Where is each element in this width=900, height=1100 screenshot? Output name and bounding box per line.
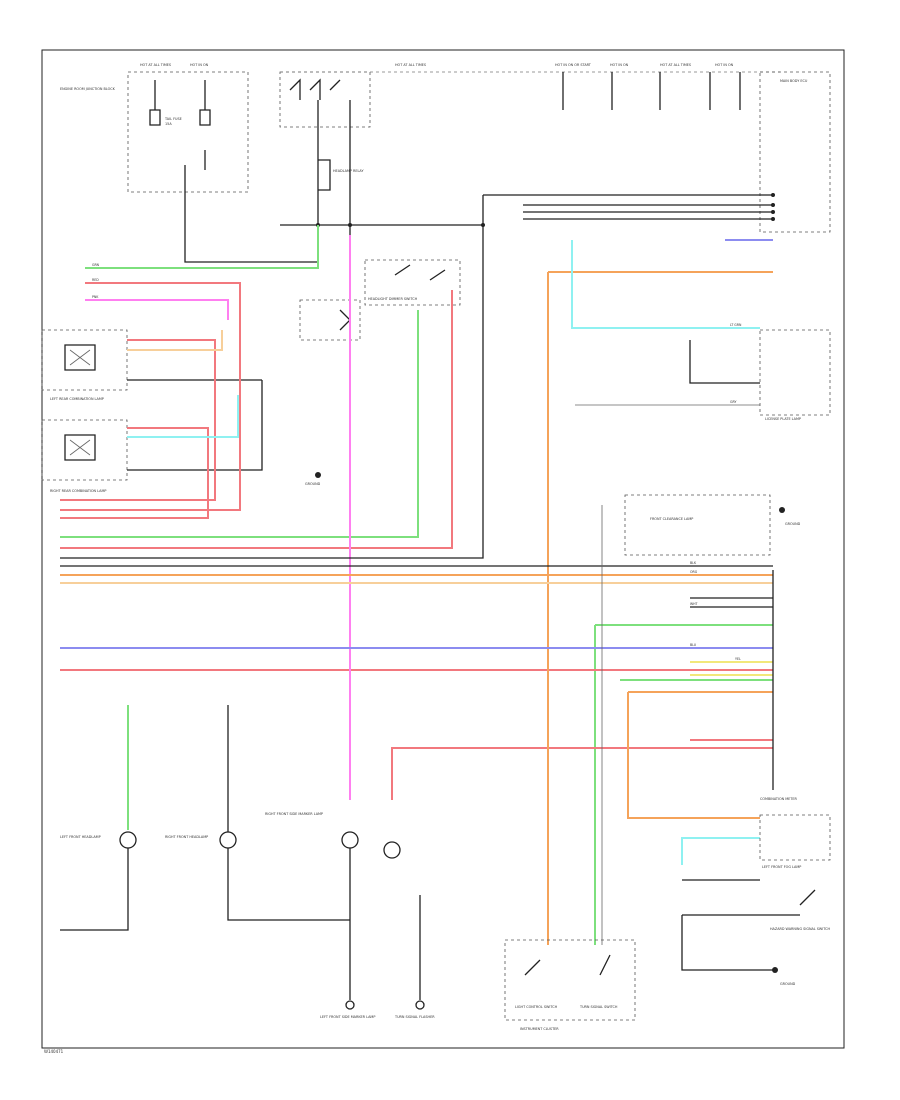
wire-red-3 xyxy=(60,427,209,519)
wire-red-1 xyxy=(60,282,241,511)
light-control-label: LIGHT CONTROL SWITCH xyxy=(515,1005,558,1009)
wire-group-blue xyxy=(60,239,773,649)
code-red: RED xyxy=(92,278,99,282)
top-fuse-label-3: HOT IN ON xyxy=(610,63,629,67)
bottom-lamps: LEFT FRONT HEADLAMP RIGHT FRONT HEADLAMP… xyxy=(60,705,435,1019)
tail-fuse-label: TAIL FUSE xyxy=(164,117,182,121)
right-headlamp-label: RIGHT FRONT HEADLAMP xyxy=(165,835,208,839)
license-lamp-label: LICENSE PLATE LAMP xyxy=(765,417,801,421)
wire-peach-1 xyxy=(127,330,223,351)
wire-red-6 xyxy=(391,747,773,800)
wire-red-2 xyxy=(60,290,453,549)
wire-orange-3 xyxy=(627,691,773,819)
ground-1-label: GROUND xyxy=(305,482,321,486)
code-lgrn: LT GRN xyxy=(730,323,742,327)
top-fuse-label-7: HOT IN ON xyxy=(190,63,209,67)
wire-group-cyan xyxy=(127,240,760,865)
wire-code-labels: GRN RED PNK ORG BLU LT GRN BLK WHT YEL G… xyxy=(92,263,742,661)
ground-2-label: GROUND xyxy=(785,522,801,526)
diagram-frame xyxy=(41,49,845,1049)
wire-group-green xyxy=(60,225,773,945)
combination-meter-label: COMBINATION METER xyxy=(760,797,798,801)
code-pnk: PNK xyxy=(92,295,99,299)
turn-flasher-label: TURN SIGNAL FLASHER xyxy=(394,1015,435,1019)
top-left-fuses: TAIL FUSE 15A xyxy=(127,71,318,263)
top-fuse-label-2: HOT IN ON OR START xyxy=(555,63,592,67)
left-headlamp-label: LEFT FRONT HEADLAMP xyxy=(60,835,101,839)
fog-lamp-label: LEFT FRONT FOG LAMP xyxy=(762,865,801,869)
code-wht: WHT xyxy=(690,602,698,606)
turn-switch-label: TURN SIGNAL SWITCH xyxy=(579,1005,618,1009)
top-fuse-label-4: HOT AT ALL TIMES xyxy=(660,63,691,67)
tail-fuse-amp: 15A xyxy=(165,122,172,126)
wire-group-pink xyxy=(85,235,351,800)
code-yel: YEL xyxy=(735,657,741,661)
headlamp-relay-label: HEADLAMP RELAY xyxy=(333,169,364,173)
wire-green-2 xyxy=(60,310,419,538)
wire-group-red xyxy=(60,282,773,800)
wire-group-black xyxy=(60,262,773,945)
top-fuse-label-1: HOT AT ALL TIMES xyxy=(395,63,426,67)
wire-red-5 xyxy=(60,339,216,501)
wire-group-peach xyxy=(60,330,773,584)
engine-room-label: ENGINE ROOM JUNCTION BLOCK xyxy=(60,87,116,91)
code-blu: BLU xyxy=(690,643,697,647)
code-blk: BLK xyxy=(690,561,697,565)
code-org: ORG xyxy=(690,570,698,574)
wire-group-orange xyxy=(60,271,773,945)
bottom-switch-block: LIGHT CONTROL SWITCH TURN SIGNAL SWITCH … xyxy=(504,939,636,1031)
right-connectors: LICENSE PLATE LAMP FRONT CLEARANCE LAMP … xyxy=(624,329,831,986)
top-fuse-label-5: HOT IN ON xyxy=(715,63,734,67)
code-grn: GRN xyxy=(92,263,100,267)
wire-cyan-2 xyxy=(127,395,239,438)
left-rear-lamp-block: LEFT REAR COMBINATION LAMP RIGHT REAR CO… xyxy=(41,329,321,493)
footer-code: W140471 xyxy=(44,1049,64,1054)
wire-group-yellow xyxy=(690,661,773,676)
combo-switch-label: HEADLIGHT DIMMER SWITCH xyxy=(368,297,418,301)
wire-green-1 xyxy=(85,225,319,269)
right-side-marker-label: RIGHT FRONT SIDE MARKER LAMP xyxy=(265,812,323,816)
headlamp-relay: HEADLAMP RELAY xyxy=(280,100,485,262)
clearance-label: FRONT CLEARANCE LAMP xyxy=(650,517,693,521)
engine-room-block: HOT AT ALL TIMES HOT IN ON OR START HOT … xyxy=(60,63,780,128)
ground-3-label: GROUND xyxy=(780,982,796,986)
main-body-ecu: MAIN BODY ECU xyxy=(482,71,831,262)
wire-orange-1 xyxy=(547,271,773,945)
code-gry: GRY xyxy=(730,400,736,404)
right-tail-label: RIGHT REAR COMBINATION LAMP xyxy=(50,489,106,493)
top-fuse-label-6: HOT AT ALL TIMES xyxy=(140,63,171,67)
instrument-cluster-label: INSTRUMENT CLUSTER xyxy=(520,1027,559,1031)
wire-cyan-1 xyxy=(571,240,760,329)
wire-cyan-3 xyxy=(681,837,760,865)
combo-switch: HEADLIGHT DIMMER SWITCH xyxy=(299,259,461,341)
main-body-ecu-label: MAIN BODY ECU xyxy=(780,79,808,83)
hazard-switch-label: HAZARD WARNING SIGNAL SWITCH xyxy=(770,927,831,931)
left-tail-label: LEFT REAR COMBINATION LAMP xyxy=(50,397,104,401)
wire-pink-1 xyxy=(85,299,229,320)
wire-green-4 xyxy=(594,624,773,945)
left-side-marker-label: LEFT FRONT SIDE MARKER LAMP xyxy=(320,1015,375,1019)
